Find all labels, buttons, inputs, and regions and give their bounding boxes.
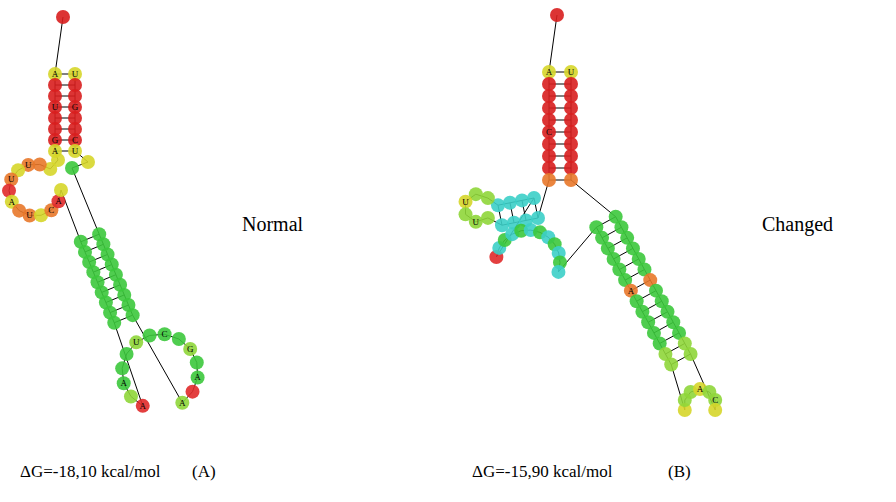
nucleotide-letter: U [25, 160, 32, 169]
backbone-line [133, 315, 183, 403]
nucleotide-dot [129, 335, 143, 349]
nucleotide-dot [551, 265, 565, 279]
nucleotide-dot [542, 125, 556, 139]
free-energy-label: ΔG=-18,10 kcal/mol [20, 462, 160, 482]
nucleotide-dot [115, 361, 129, 375]
nucleotide-dot [117, 376, 131, 390]
nucleotide-letter: U [568, 68, 575, 77]
nucleotide-dot [68, 144, 82, 158]
nucleotide-letter: C [546, 128, 552, 137]
backbone-line [55, 17, 63, 74]
nucleotide-dot [684, 347, 698, 361]
nucleotide-dot [190, 355, 204, 369]
panel-label: (B) [668, 462, 691, 482]
structure-label: Normal [242, 213, 303, 236]
nucleotide-dot [136, 399, 150, 413]
nucleotide-letter: A [628, 286, 635, 295]
nucleotide-letter: U [26, 211, 33, 220]
nucleotide-letter: U [72, 70, 79, 79]
nucleotide-letter: C [712, 396, 718, 405]
nucleotide-letter: A [55, 197, 62, 206]
nucleotide-dot [459, 195, 473, 209]
nucleotide-dot [564, 137, 578, 151]
nucleotide-letter: A [9, 197, 16, 206]
nucleotide-dot [564, 149, 578, 163]
nucleotide-dot [542, 77, 556, 91]
nucleotide-letter: U [133, 338, 140, 347]
nucleotide-dot [126, 308, 140, 322]
nucleotide-letter: U [462, 197, 469, 206]
free-energy-label: ΔG=-15,90 kcal/mol [472, 462, 612, 482]
nucleotide-dot [542, 173, 556, 187]
nucleotide-dot [531, 211, 545, 225]
nucleotide-dot [186, 385, 200, 399]
nucleotide-letter: C [72, 136, 78, 145]
nucleotide-dot [65, 161, 79, 175]
nucleotide-letter: A [697, 385, 704, 394]
nucleotide-letter: C [48, 206, 54, 215]
nucleotide-dot [124, 390, 138, 404]
nucleotide-letter: A [139, 401, 146, 410]
nucleotide-dot [664, 358, 678, 372]
nucleotide-letter: A [194, 373, 201, 382]
nucleotide-dot [564, 113, 578, 127]
nucleotide-dot [175, 396, 189, 410]
backbone-line [72, 168, 99, 234]
nucleotide-dot [515, 193, 529, 207]
nucleotide-dot [183, 342, 197, 356]
nucleotide-dot [527, 191, 541, 205]
nucleotide-letter: G [187, 344, 194, 353]
nucleotide-dot [564, 77, 578, 91]
nucleotide-letter: A [120, 379, 127, 388]
nucleotide-letter: U [52, 103, 59, 112]
backbone-line [571, 180, 616, 217]
nucleotide-letter: G [72, 103, 79, 112]
nucleotide-dot [542, 65, 556, 79]
nucleotide-dot [503, 196, 517, 210]
nucleotide-dot [708, 403, 722, 417]
nucleotide-dot [564, 101, 578, 115]
nucleotide-dot [542, 101, 556, 115]
nucleotide-dot [564, 125, 578, 139]
nucleotide-dot [54, 183, 68, 197]
nucleotide-dot [542, 113, 556, 127]
nucleotide-dot [564, 65, 578, 79]
nucleotide-dot [481, 211, 495, 225]
nucleotide-dot [564, 89, 578, 103]
nucleotide-letter: A [52, 70, 59, 79]
nucleotide-dot [469, 215, 483, 229]
backbone-line [549, 15, 557, 72]
nucleotide-dot [172, 332, 186, 346]
nucleotide-dot [56, 10, 70, 24]
nucleotide-dot [542, 89, 556, 103]
nucleotide-dot [481, 191, 495, 205]
nucleotide-letter: G [52, 136, 59, 145]
nucleotide-dot [542, 137, 556, 151]
nucleotide-letter: C [162, 330, 168, 339]
nucleotide-dot [158, 327, 172, 341]
nucleotide-dot [542, 161, 556, 175]
nucleotide-letter: A [546, 68, 553, 77]
nucleotide-letter: A [52, 147, 59, 156]
nucleotide-dot [107, 316, 121, 330]
nucleotide-letter: U [473, 217, 480, 226]
nucleotide-dot [143, 328, 157, 342]
nucleotide-letter: U [8, 175, 15, 184]
panel-label: (A) [192, 462, 216, 482]
nucleotide-dot [564, 161, 578, 175]
nucleotide-dot [120, 347, 134, 361]
nucleotide-letter: U [72, 147, 79, 156]
structure-label: Changed [762, 213, 833, 236]
nucleotide-dot [550, 8, 564, 22]
backbone-line [114, 323, 143, 406]
nucleotide-dot [81, 155, 95, 169]
nucleotide-dot [542, 149, 556, 163]
nucleotide-dot [191, 370, 205, 384]
nucleotide-letter: A [179, 398, 186, 407]
nucleotide-dot [564, 173, 578, 187]
